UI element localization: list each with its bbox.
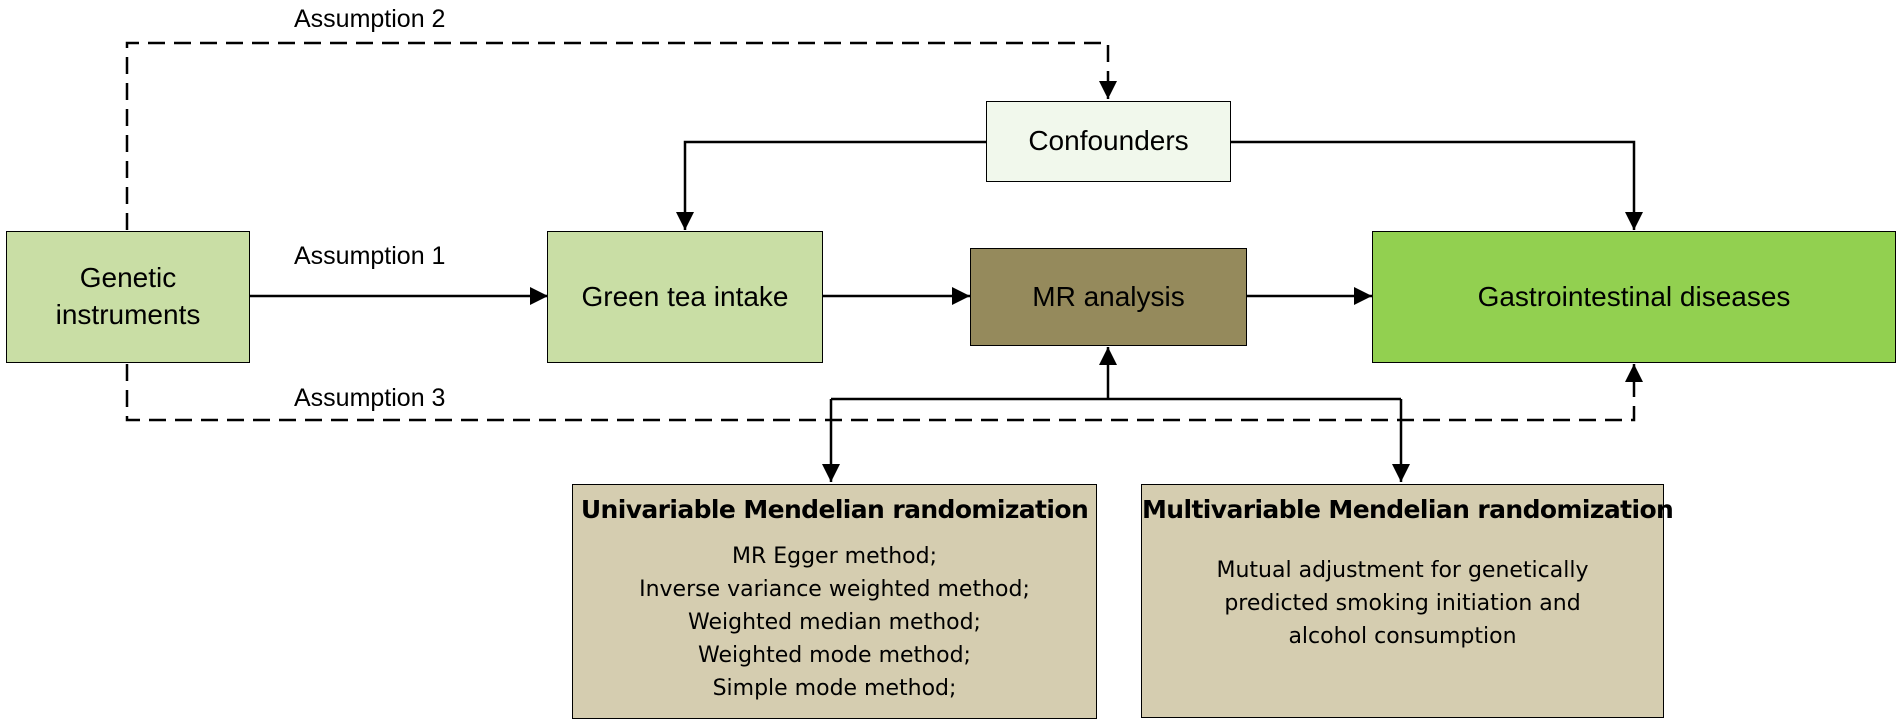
gastrointestinal-diseases-label: Gastrointestinal diseases [1477,280,1791,312]
method-weighted-mode: Weighted mode method; [698,643,971,668]
genetic-instruments-node: Genetic instruments [6,231,250,363]
multivariable-line-1: Mutual adjustment for genetically [1216,558,1589,583]
assumption-2-label: Assumption 2 [294,5,446,33]
mr-analysis-label: MR analysis [1032,280,1185,312]
edge-assumption-3 [125,364,1643,422]
edge-confounders-to-green-tea [676,140,986,230]
method-mr-egger: MR Egger method; [731,544,938,569]
multivariable-line-3: alcohol consumption [1288,624,1517,649]
multivariable-mr-box: Multivariable Mendelian randomization Mu… [1141,484,1674,718]
method-ivw: Inverse variance weighted method; [639,577,1030,602]
confounders-node: Confounders [986,101,1231,182]
confounders-label: Confounders [1028,125,1189,157]
edge-assumption-2 [125,41,1117,230]
green-tea-intake-node: Green tea intake [547,231,823,363]
gastrointestinal-diseases-node: Gastrointestinal diseases [1372,231,1896,363]
univariable-mr-title: Univariable Mendelian randomization [580,495,1089,524]
genetic-instruments-line1: Genetic [79,262,177,294]
mr-analysis-node: MR analysis [970,248,1247,346]
multivariable-line-2: predicted smoking initiation and [1224,591,1581,616]
genetic-instruments-line2: instruments [55,299,201,330]
method-simple-mode: Simple mode method; [712,676,957,701]
assumption-3-label: Assumption 3 [294,384,446,412]
multivariable-description: Mutual adjustment for genetically predic… [1142,554,1663,653]
method-weighted-median: Weighted median method; [688,610,981,635]
edge-confounders-to-gi [1231,140,1643,230]
multivariable-mr-title: Multivariable Mendelian randomization [1142,495,1674,524]
assumption-1-label: Assumption 1 [294,242,446,270]
univariable-methods-list: MR Egger method; Inverse variance weight… [573,540,1096,705]
green-tea-intake-label: Green tea intake [581,280,789,312]
univariable-mr-box: Univariable Mendelian randomization MR E… [572,484,1097,719]
